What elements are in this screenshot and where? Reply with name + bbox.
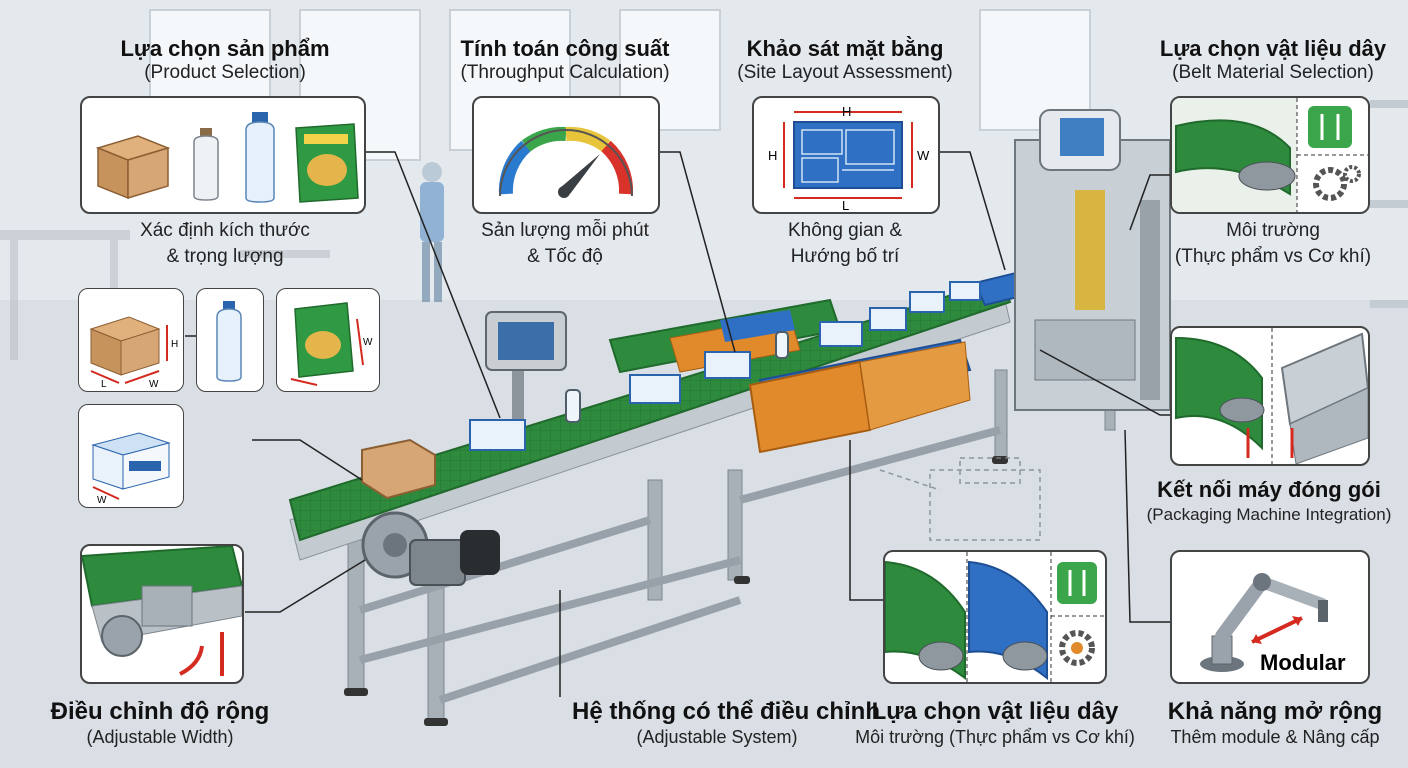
snack-bag-tile: W — [276, 288, 380, 392]
product-selection-subtitle: (Product Selection) — [144, 62, 306, 83]
small-bottle-icon — [193, 128, 219, 201]
belt-material-bottom-title: Lựa chọn vật liệu dây — [871, 698, 1119, 725]
throughput-box — [472, 96, 660, 214]
throughput-caption-line2: & Tốc độ — [527, 246, 603, 267]
pkg-w-label: W — [97, 495, 107, 505]
packaging-integration-title: Kết nối máy đóng gói — [1157, 477, 1381, 502]
packaging-integration-callout: Kết nối máy đóng gói (Packaging Machine … — [1130, 476, 1408, 526]
throughput-subtitle: (Throughput Calculation) — [460, 62, 670, 83]
modular-label: Modular — [1260, 650, 1346, 675]
box-dimension-tile: H L W — [78, 288, 184, 392]
product-selection-box — [80, 96, 366, 214]
adjustable-width-box — [80, 544, 244, 684]
product-selection-callout: Lựa chọn sản phẩm (Product Selection) — [80, 36, 370, 84]
site-layout-box: H H W L — [752, 96, 940, 214]
throughput-title: Tính toán công suất — [460, 36, 670, 61]
snack-bag-icon — [295, 123, 359, 203]
site-layout-title: Khảo sát mặt bằng — [746, 36, 944, 61]
dim-l-label: L — [101, 379, 107, 389]
expansion-title: Khả năng mở rộng — [1167, 698, 1383, 725]
bag-w-label: W — [363, 337, 373, 348]
site-layout-callout: Khảo sát mặt bằng (Site Layout Assessmen… — [720, 36, 970, 84]
site-layout-subtitle: (Site Layout Assessment) — [737, 62, 953, 83]
dim-h-label: H — [171, 339, 178, 350]
site-w-right: W — [917, 148, 930, 163]
belt-material-top-box — [1170, 96, 1370, 214]
belt-material-bottom-callout: Lựa chọn vật liệu dây Môi trường (Thực p… — [830, 698, 1160, 748]
expansion-callout: Khả năng mở rộng Thêm module & Nâng cấp — [1150, 698, 1400, 748]
worker-figure — [420, 162, 444, 302]
belt-top-caption-line2: (Thực phẩm vs Cơ khí) — [1174, 246, 1372, 267]
product-caption-line2: & trọng lượng — [166, 246, 284, 267]
fork-knife-icon — [1308, 106, 1352, 148]
packaging-machine — [1014, 109, 1171, 411]
product-selection-caption: Xác định kích thước & trọng lượng — [80, 218, 370, 270]
product-caption-line1: Xác định kích thước — [140, 220, 310, 241]
belt-material-top-subtitle: (Belt Material Selection) — [1172, 62, 1374, 83]
belt-material-bottom-subtitle: Môi trường (Thực phẩm vs Cơ khí) — [855, 727, 1135, 747]
belt-material-top-title: Lựa chọn vật liệu dây — [1159, 36, 1387, 61]
fork-knife-icon-2 — [1057, 562, 1097, 604]
packaging-integration-subtitle: (Packaging Machine Integration) — [1146, 505, 1392, 524]
site-h-left: H — [768, 148, 777, 163]
packaging-integration-box — [1170, 326, 1370, 466]
robot-arm-icon: Modular — [1200, 573, 1346, 675]
belt-top-caption-line1: Môi trường — [1226, 220, 1320, 241]
bottle-icon — [245, 112, 275, 203]
gear-icon — [1313, 167, 1347, 201]
throughput-callout: Tính toán công suất (Throughput Calculat… — [440, 36, 690, 84]
dim-w-label: W — [149, 379, 159, 389]
adjustable-system-subtitle: (Adjustable System) — [636, 727, 798, 747]
bottle-tile — [196, 288, 264, 392]
leader-lines — [185, 151, 1170, 697]
site-caption-line1: Không gian & — [787, 220, 903, 241]
box-icon — [95, 135, 171, 200]
gauge-icon — [498, 126, 634, 198]
floor-plan-icon: H H W L — [768, 104, 930, 213]
adjustable-system-title: Hệ thống có thể điều chỉnh — [572, 698, 880, 725]
adjustable-width-title: Điều chỉnh độ rộng — [50, 698, 270, 725]
site-h-top: H — [842, 104, 851, 119]
throughput-caption: Sản lượng mỗi phút & Tốc độ — [450, 218, 680, 270]
site-l-bottom: L — [842, 198, 849, 212]
adjustable-width-callout: Điều chỉnh độ rộng (Adjustable Width) — [40, 698, 280, 748]
adjustable-width-subtitle: (Adjustable Width) — [86, 727, 234, 747]
expansion-subtitle: Thêm module & Nâng cấp — [1170, 727, 1380, 747]
product-selection-title: Lựa chọn sản phẩm — [120, 36, 330, 61]
belt-material-top-caption: Môi trường (Thực phẩm vs Cơ khí) — [1148, 218, 1398, 270]
gear-icon-2 — [1059, 630, 1095, 666]
throughput-caption-line1: Sản lượng mỗi phút — [481, 220, 649, 241]
site-caption-line2: Hướng bố trí — [790, 246, 900, 267]
adjustable-system-callout: Hệ thống có thể điều chỉnh (Adjustable S… — [572, 698, 880, 748]
expansion-box: Modular — [1170, 550, 1370, 684]
package-tile: W — [78, 404, 184, 508]
site-layout-caption: Không gian & Hướng bố trí — [730, 218, 960, 270]
belt-material-top-callout: Lựa chọn vật liệu dây (Belt Material Sel… — [1148, 36, 1398, 84]
belt-material-bottom-box — [883, 550, 1107, 684]
